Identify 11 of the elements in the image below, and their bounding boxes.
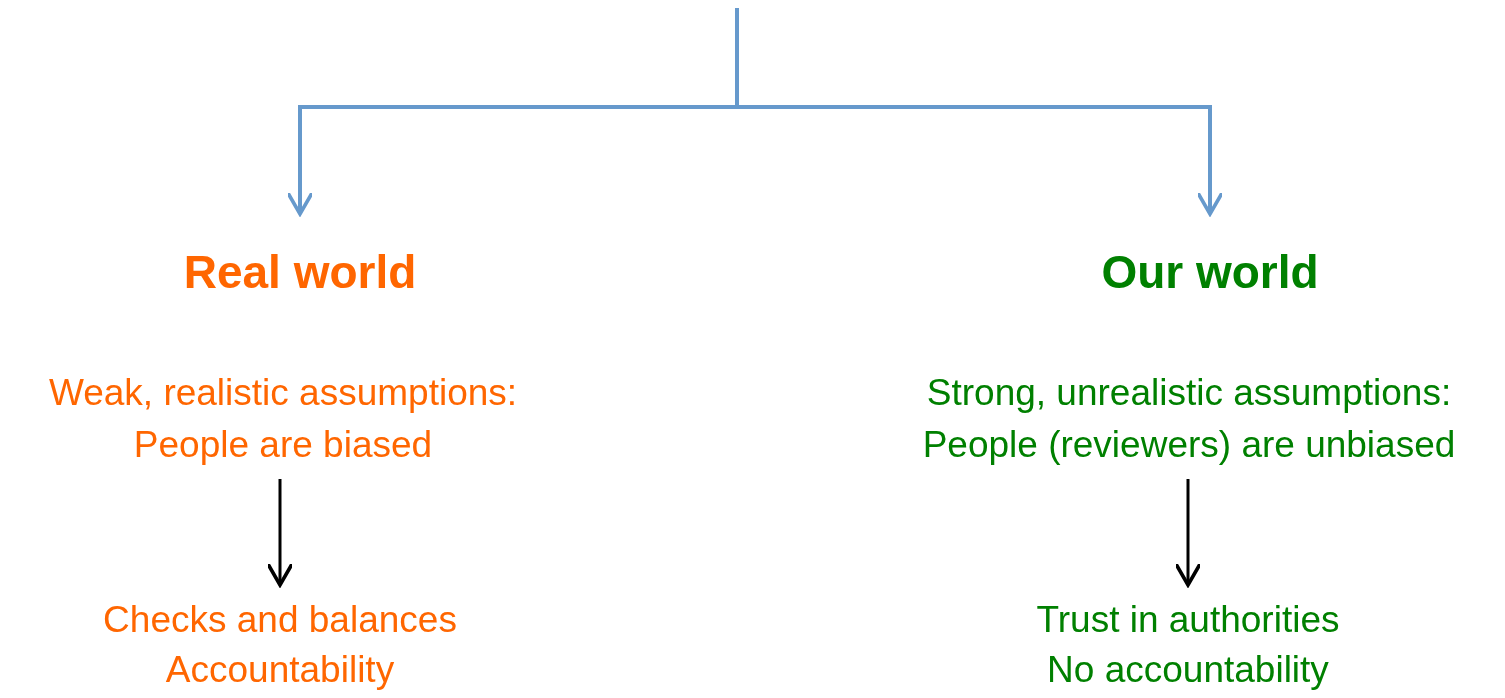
arrow [266, 479, 294, 587]
text-label: Trust in authorities [1035, 598, 1341, 642]
heading-text: Our world [1100, 245, 1320, 299]
text-label: No accountability [1046, 648, 1330, 692]
text-label: Accountability [164, 648, 396, 692]
heading-text: Real world [182, 245, 418, 299]
arrow [735, 8, 1224, 216]
text-label: Checks and balances [102, 598, 458, 642]
text-label: Strong, unrealistic assumptions: People (reviewers) are unbiased [921, 371, 1457, 467]
arrow [1174, 479, 1202, 587]
text-label: Weak, realistic assumptions: People are biased [47, 371, 519, 467]
